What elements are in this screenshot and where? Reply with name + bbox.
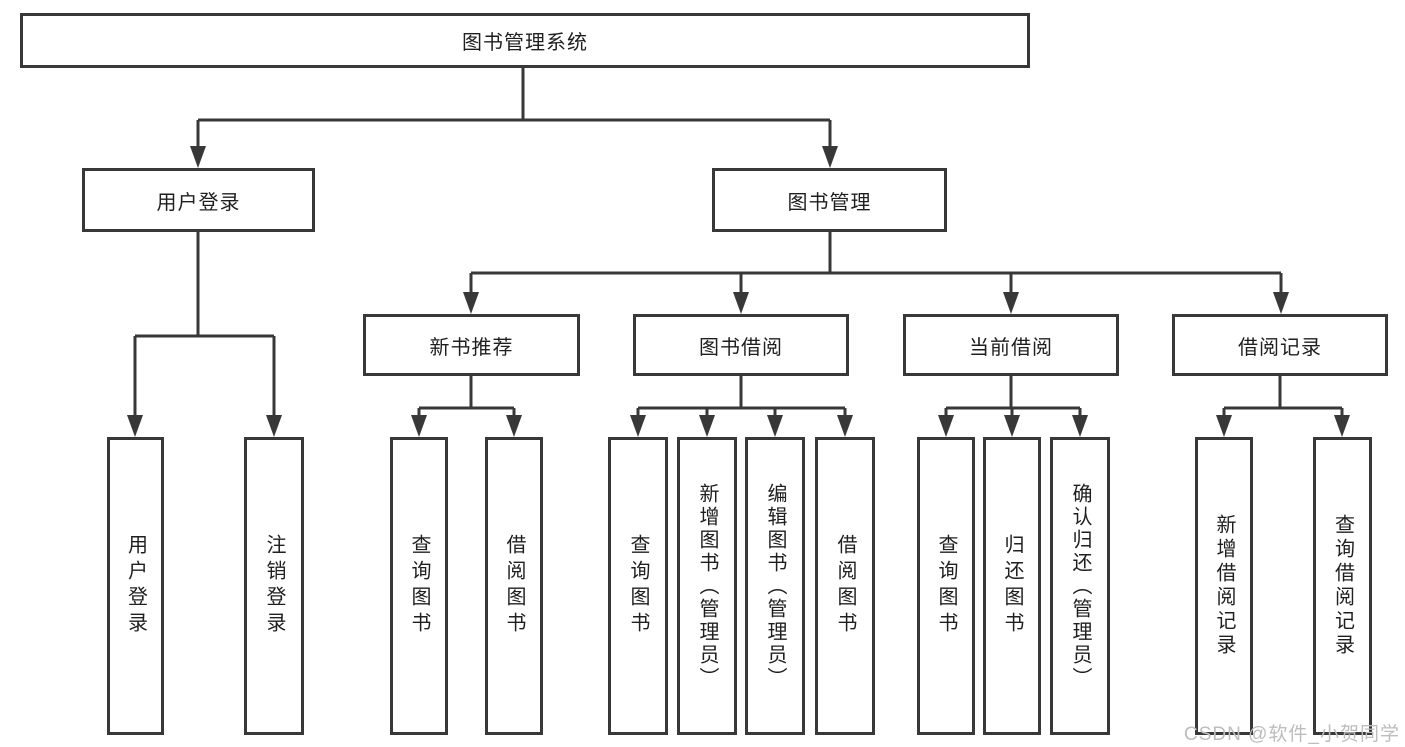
- arrowhead: [506, 415, 522, 437]
- arrowhead: [463, 292, 479, 314]
- node-current-borrow: 当前借阅: [903, 314, 1119, 376]
- arrowhead: [733, 292, 749, 314]
- leaf-query-books-borrow: 查询图书: [608, 437, 668, 735]
- csdn-watermark: CSDN @软件_小贺同学: [1184, 724, 1400, 745]
- arrowhead: [630, 415, 646, 437]
- leaf-return-books: 归还图书: [983, 437, 1041, 735]
- arrowhead: [1003, 292, 1019, 314]
- arrowhead: [1004, 415, 1020, 437]
- leaf-logout: 注销登录: [244, 437, 304, 735]
- arrowhead: [938, 415, 954, 437]
- arrowhead: [190, 146, 206, 168]
- node-borrow-records: 借阅记录: [1172, 314, 1388, 376]
- node-user-login: 用户登录: [82, 168, 315, 232]
- leaf-confirm-return-admin: 确认归还（管理员）: [1050, 437, 1110, 735]
- node-book-management: 图书管理: [712, 168, 947, 232]
- arrowhead: [837, 415, 853, 437]
- arrowhead: [411, 415, 427, 437]
- arrowhead: [699, 415, 715, 437]
- leaf-borrow-books: 借阅图书: [815, 437, 875, 735]
- arrowhead: [266, 415, 282, 437]
- leaf-query-books-current: 查询图书: [917, 437, 975, 735]
- arrowhead: [1273, 292, 1289, 314]
- arrowhead: [1216, 415, 1232, 437]
- leaf-query-borrow-record: 查询借阅记录: [1313, 437, 1372, 735]
- arrowhead: [127, 415, 143, 437]
- leaf-query-books-recommend: 查询图书: [390, 437, 448, 735]
- leaf-add-borrow-record: 新增借阅记录: [1195, 437, 1253, 735]
- leaf-user-login: 用户登录: [107, 437, 164, 735]
- leaf-add-books-admin: 新增图书（管理员）: [677, 437, 737, 735]
- leaf-edit-books-admin: 编辑图书（管理员）: [745, 437, 805, 735]
- node-book-borrow: 图书借阅: [633, 314, 849, 376]
- arrowhead: [1334, 415, 1350, 437]
- arrowhead: [1072, 415, 1088, 437]
- arrowhead: [822, 146, 838, 168]
- leaf-borrow-books-recommend: 借阅图书: [485, 437, 543, 735]
- node-root-library-system: 图书管理系统: [20, 13, 1030, 68]
- node-new-book-recommend: 新书推荐: [363, 314, 580, 376]
- arrowhead: [767, 415, 783, 437]
